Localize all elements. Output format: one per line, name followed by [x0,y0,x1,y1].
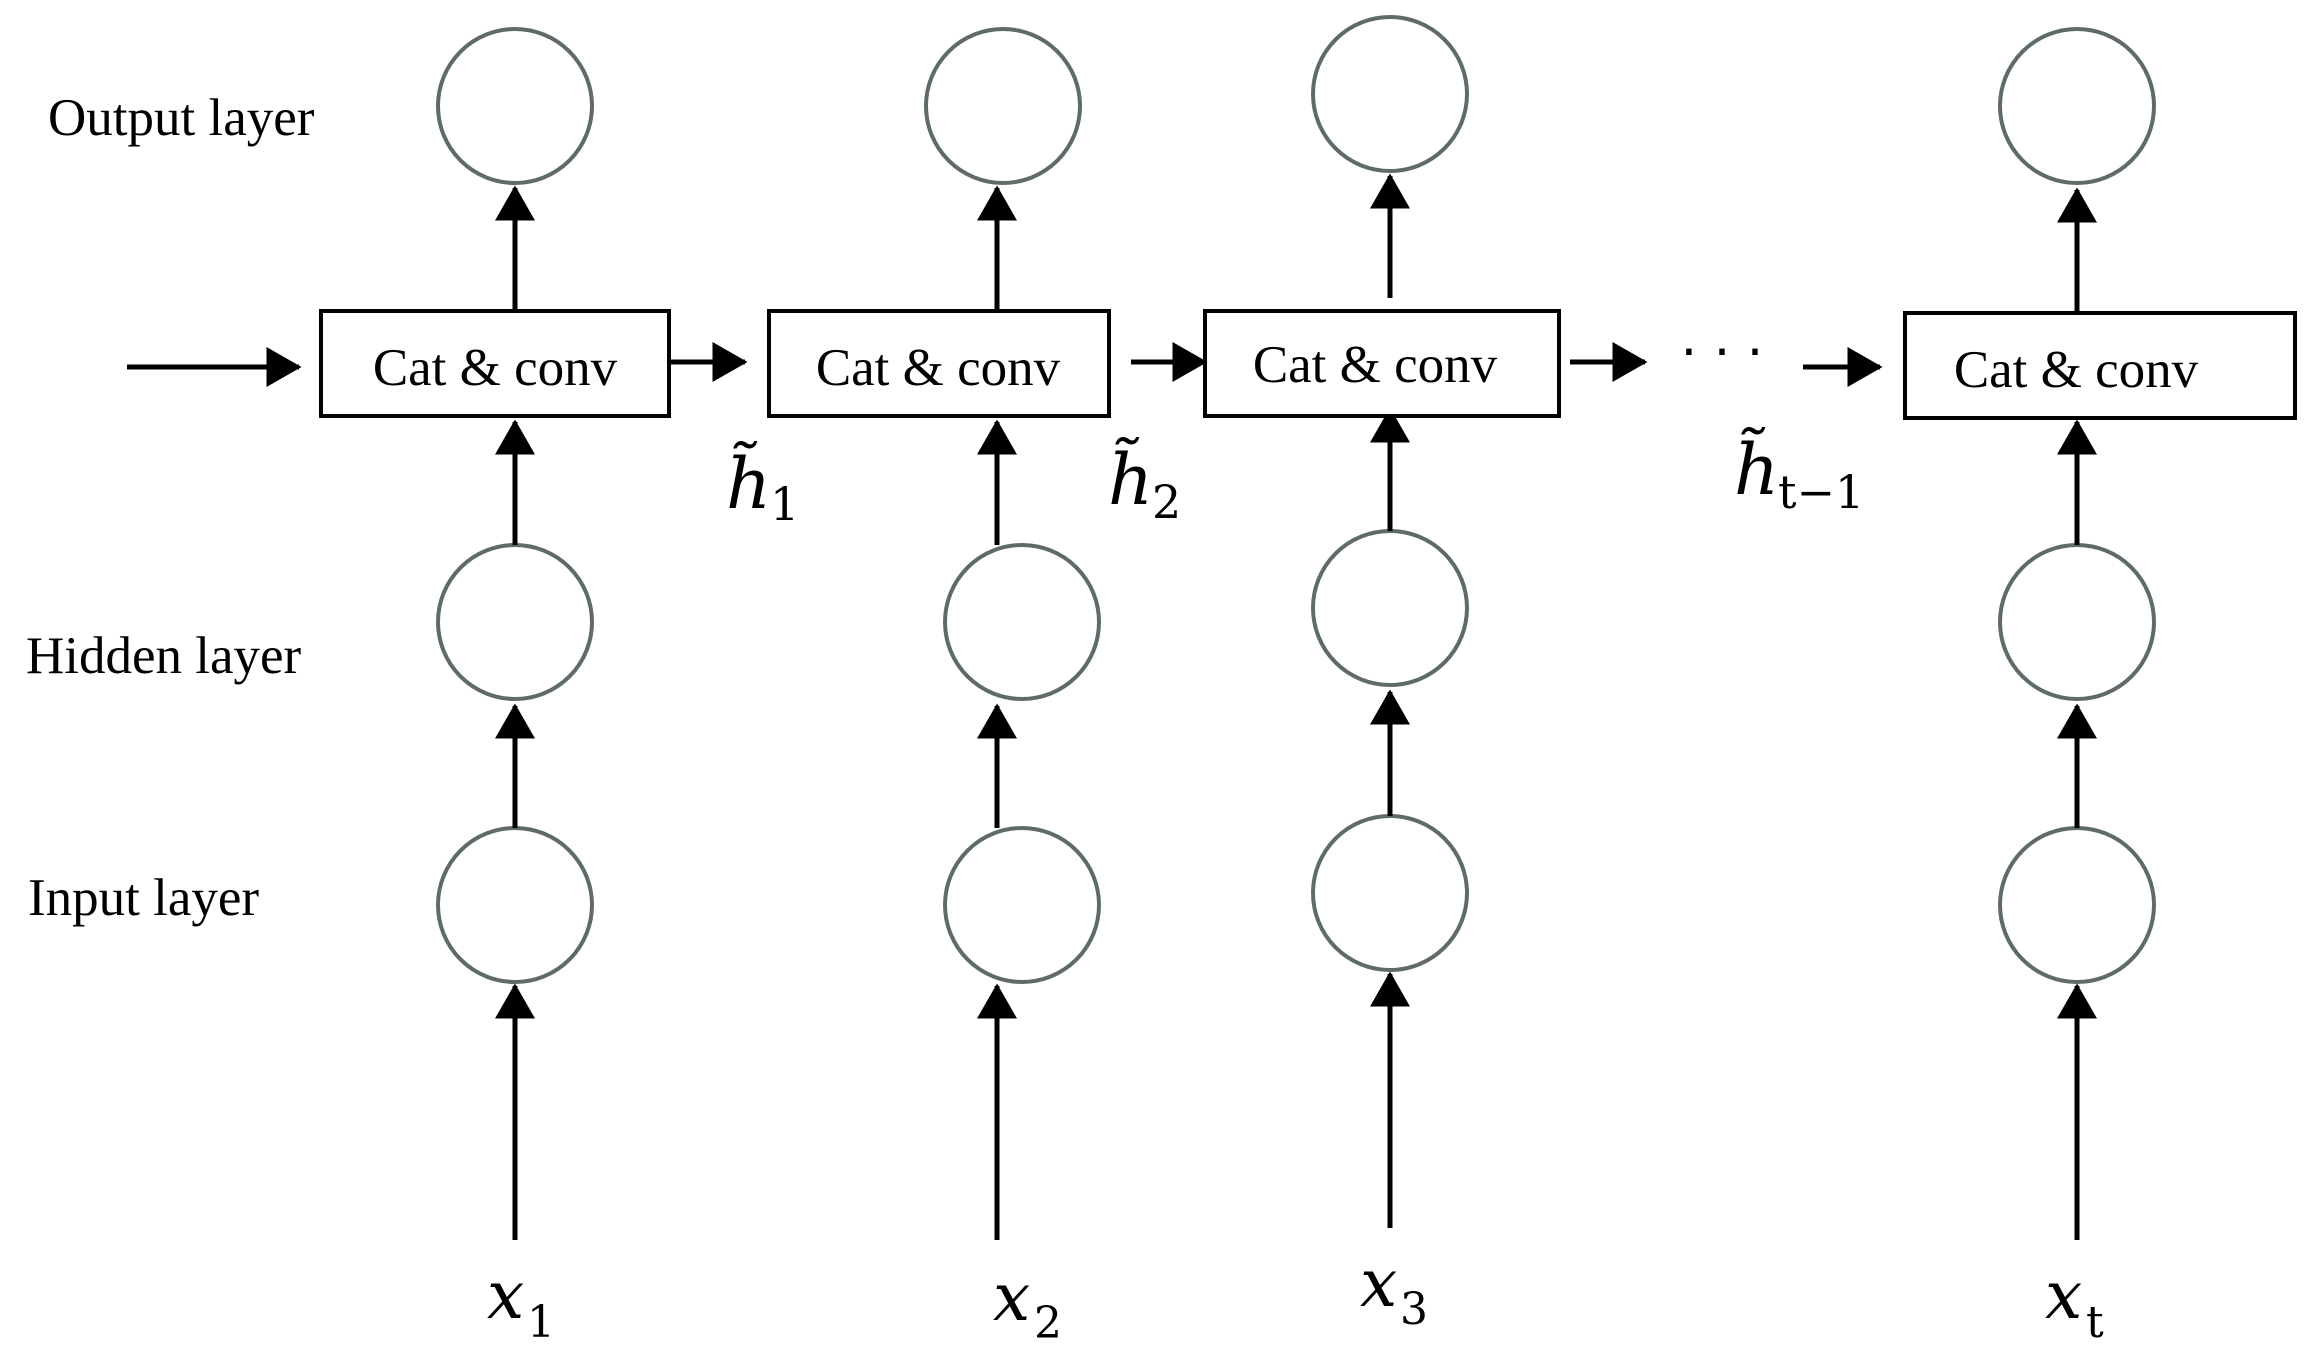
cat-conv-label-t: Cat & conv [1954,341,2199,399]
input-label-t: x t [2045,1257,2104,1348]
cat-conv-label-1: Cat & conv [373,339,618,397]
output-node-3 [1311,15,1469,173]
svg-text:t: t [2086,1297,2104,1348]
hidden-layer-label: Hidden layer [26,627,302,685]
input-node-2 [943,826,1101,984]
svg-text:1: 1 [527,1297,555,1348]
timestep-column-3: Cat & conv [1203,15,1561,1228]
hidden-state-label-2: h̃ 2 [1108,438,1181,529]
svg-text:x: x [993,1259,1030,1336]
output-node-2 [924,27,1082,185]
ellipsis: · · · [1681,323,1764,383]
timestep-column-1: Cat & conv [319,27,671,1240]
svg-text:3: 3 [1400,1284,1428,1335]
svg-text:1: 1 [770,477,799,531]
svg-text:h̃: h̃ [726,442,771,525]
output-node-1 [436,27,594,185]
svg-text:x: x [2045,1257,2082,1334]
hidden-state-label-1: h̃ 1 [726,442,799,531]
cat-conv-box-2 [767,309,1111,418]
hidden-node-1 [436,543,594,701]
cat-conv-box-t [1903,311,2297,420]
cat-conv-label-2: Cat & conv [816,339,1061,397]
input-layer-label: Input layer [28,869,259,927]
svg-text:h̃: h̃ [1108,438,1153,521]
hidden-state-label-t-minus-1: h̃ t−1 [1734,428,1864,519]
svg-text:t−1: t−1 [1778,465,1864,519]
svg-text:x: x [1360,1245,1397,1322]
input-node-1 [436,826,594,984]
input-label-1: x 1 [487,1257,555,1348]
hidden-node-t [1998,543,2156,701]
input-label-2: x 2 [993,1259,1062,1349]
svg-text:x: x [487,1257,524,1334]
timestep-column-2: Cat & conv [767,27,1111,1240]
timestep-column-t: Cat & conv [1903,27,2297,1240]
output-node-t [1998,27,2156,185]
hidden-node-3 [1311,529,1469,687]
input-node-t [1998,826,2156,984]
svg-text:2: 2 [1034,1298,1062,1349]
cat-conv-label-3: Cat & conv [1253,336,1498,394]
svg-text:h̃: h̃ [1734,428,1779,511]
svg-text:2: 2 [1152,475,1181,529]
output-layer-label: Output layer [48,89,315,147]
hidden-node-2 [943,543,1101,701]
cat-conv-box-1 [319,309,671,418]
input-node-3 [1311,814,1469,972]
input-label-3: x 3 [1360,1245,1428,1335]
